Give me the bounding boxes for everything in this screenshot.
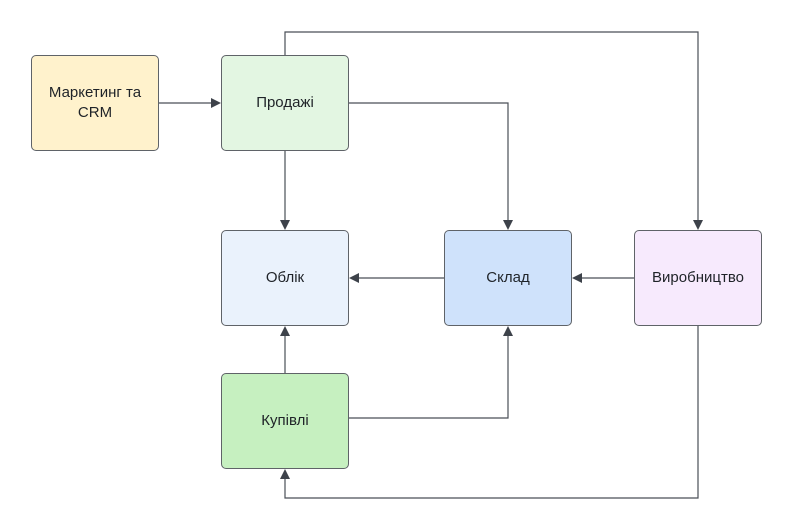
edge-sales-to-accounting <box>280 151 290 230</box>
node-marketing-label: Маркетинг та CRM <box>48 83 142 121</box>
node-warehouse[interactable]: Склад <box>444 230 572 326</box>
edge-marketing-to-sales <box>159 98 221 108</box>
node-sales[interactable]: Продажі <box>221 55 349 151</box>
node-accounting-label: Облік <box>265 268 305 286</box>
edge-production-to-warehouse <box>572 273 634 283</box>
node-sales-label: Продажі <box>256 93 314 111</box>
node-production[interactable]: Виробництво <box>634 230 762 326</box>
node-marketing-crm[interactable]: Маркетинг та CRM <box>31 55 159 151</box>
edge-warehouse-to-accounting <box>349 273 444 283</box>
edge-sales-to-warehouse <box>349 102 513 230</box>
edge-sales-to-production <box>284 31 703 230</box>
node-purchases[interactable]: Купівлі <box>221 373 349 469</box>
node-warehouse-label: Склад <box>486 268 530 286</box>
edge-production-to-purchases <box>280 326 699 499</box>
edge-purchases-to-warehouse <box>349 326 513 419</box>
edge-purchases-to-accounting <box>280 326 290 373</box>
node-production-label: Виробництво <box>652 268 744 286</box>
node-purchases-label: Купівлі <box>261 411 309 429</box>
node-accounting[interactable]: Облік <box>221 230 349 326</box>
